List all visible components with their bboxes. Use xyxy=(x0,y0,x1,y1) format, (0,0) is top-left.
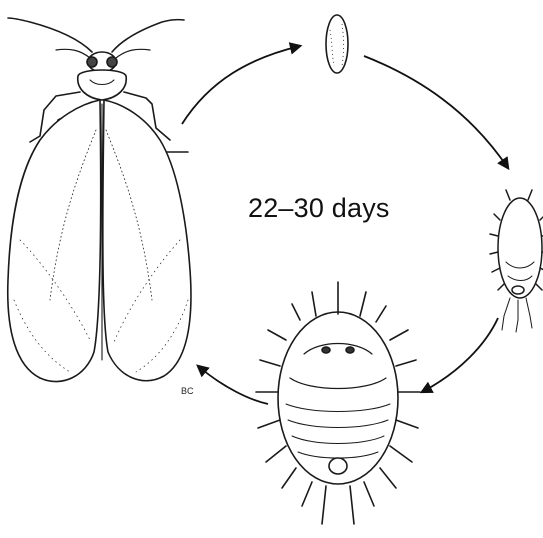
artist-initials: BC xyxy=(181,386,194,396)
egg xyxy=(326,15,348,73)
arrow-adult-to-egg xyxy=(182,46,300,124)
adult-right-antenna xyxy=(112,20,184,52)
arrow-egg-to-first-instar xyxy=(364,56,508,168)
cycle-duration-label: 22–30 days xyxy=(248,193,390,224)
arrow-first-instar-to-late-instar xyxy=(422,318,498,392)
adult-left-wing xyxy=(8,100,101,382)
adult-whitefly xyxy=(8,18,191,382)
late-instar-nymph xyxy=(256,282,420,524)
adult-left-antenna xyxy=(8,18,92,52)
adult-right-wing xyxy=(103,100,191,381)
arrow-late-instar-to-adult xyxy=(198,366,268,404)
first-instar-nymph xyxy=(490,190,543,332)
